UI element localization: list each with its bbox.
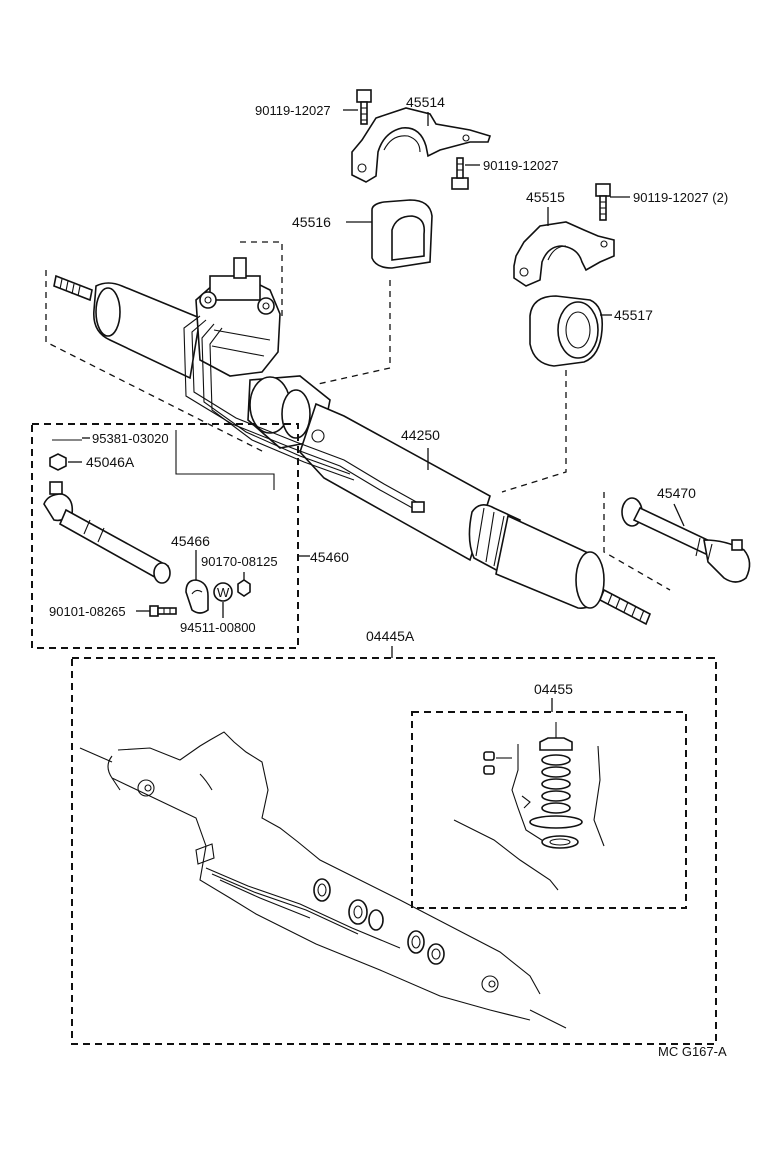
label-45466: 45466 [171,533,210,549]
label-04445A: 04445A [366,628,415,644]
small-seals [483,751,512,775]
seal-ring-1 [313,878,331,902]
tie-rod-end-45470 [621,497,751,583]
dash-valve-top [240,241,283,318]
label-90170: 90170-08125 [201,554,278,569]
valve-seal [529,815,583,829]
clamp-45466 [185,579,209,614]
bolt-top-left [356,89,372,125]
bracket-45515 [513,221,615,287]
label-45516: 45516 [292,214,331,230]
label-bolt-top-right: 90119-12027 (2) [633,190,728,205]
box-04445A [71,657,717,1045]
label-45514: 45514 [406,94,445,110]
label-45046A: 45046A [86,454,135,470]
label-45515: 45515 [526,189,565,205]
leader-box-45460 [175,430,275,490]
dash-45470 [603,492,671,591]
seal-ring-2 [348,899,368,925]
figure-code: MC G167-A [658,1044,727,1059]
box-45460 [31,423,299,649]
label-45517: 45517 [614,307,653,323]
label-bolt-top-left: 90119-12027 [255,103,331,118]
rack-outline-kit [79,731,567,1029]
valve-outline-kit [453,722,605,891]
nut-45046A [49,453,67,471]
label-90101: 90101-08265 [49,604,126,619]
bolt-90101 [149,605,177,617]
leader-45470 [673,503,685,527]
grommet-45517 [529,295,604,367]
steering-rack-44250 [53,257,652,626]
washer-symbol: W [217,585,230,600]
bolt-top-mid [451,157,469,190]
dash-45516 [317,280,391,385]
tie-rod-left [43,481,171,584]
o-ring-stack [541,754,571,814]
dash-45517 [501,370,567,493]
seal-ring-3 [368,909,384,931]
bolt-top-right [595,183,611,221]
label-04455: 04455 [534,681,573,697]
washer-94511: W [213,582,233,602]
grommet-45516 [371,199,433,269]
label-95381: 95381-03020 [92,431,169,446]
seal-ring-5 [427,943,445,965]
label-44250: 44250 [401,427,440,443]
label-bolt-top-mid: 90119-12027 [483,158,559,173]
valve-bottom-seal [541,835,579,849]
label-94511: 94511-00800 [180,620,256,635]
label-45470: 45470 [657,485,696,501]
box-04455 [411,711,687,909]
label-45460: 45460 [310,549,349,565]
dash-rack-left [45,270,265,453]
seal-ring-4 [407,930,425,954]
nut-90170 [237,579,251,597]
bracket-45514 [351,107,492,183]
